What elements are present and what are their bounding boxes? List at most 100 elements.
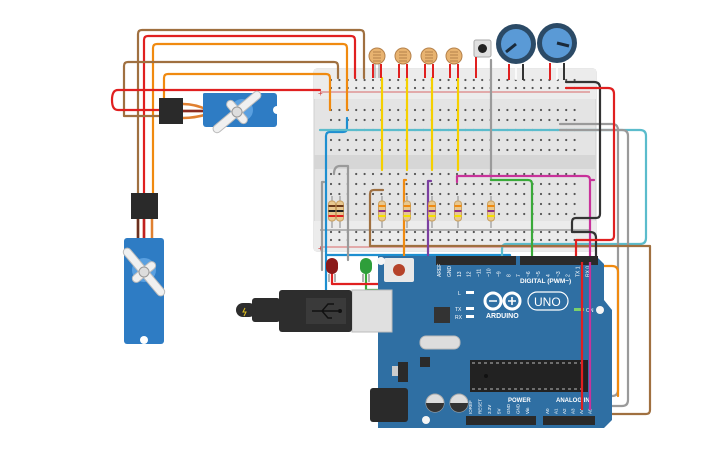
breadboard-hole[interactable] — [447, 78, 450, 82]
breadboard-hole[interactable] — [506, 148, 509, 152]
breadboard-hole[interactable] — [481, 108, 484, 112]
breadboard-hole[interactable] — [355, 118, 358, 122]
breadboard-hole[interactable] — [355, 192, 358, 196]
breadboard-hole[interactable] — [338, 86, 341, 90]
breadboard-hole[interactable] — [481, 230, 484, 234]
digital-header-left[interactable] — [436, 256, 516, 265]
breadboard-hole[interactable] — [539, 182, 543, 186]
breadboard-hole[interactable] — [439, 238, 442, 242]
breadboard-hole[interactable] — [338, 172, 341, 176]
breadboard-hole[interactable] — [388, 238, 391, 242]
led-green[interactable] — [360, 258, 372, 282]
breadboard-hole[interactable] — [481, 182, 484, 186]
breadboard-hole[interactable] — [413, 108, 417, 112]
breadboard-hole[interactable] — [397, 108, 400, 112]
breadboard-hole[interactable] — [489, 182, 492, 186]
breadboard-hole[interactable] — [556, 118, 559, 122]
breadboard-hole[interactable] — [380, 192, 383, 196]
breadboard-hole[interactable] — [523, 230, 526, 234]
breadboard-hole[interactable] — [548, 238, 551, 242]
breadboard-hole[interactable] — [388, 182, 391, 186]
breadboard-hole[interactable] — [539, 78, 543, 82]
breadboard-hole[interactable] — [506, 202, 509, 206]
breadboard-hole[interactable] — [371, 230, 375, 234]
resistor[interactable] — [403, 196, 411, 228]
breadboard-hole[interactable] — [481, 118, 484, 122]
breadboard-hole[interactable] — [531, 172, 534, 176]
breadboard-hole[interactable] — [422, 78, 425, 82]
breadboard-hole[interactable] — [355, 212, 358, 216]
potentiometer-1[interactable] — [496, 24, 536, 80]
breadboard-hole[interactable] — [464, 230, 467, 234]
breadboard-hole[interactable] — [371, 192, 375, 196]
breadboard-hole[interactable] — [539, 148, 543, 152]
breadboard-hole[interactable] — [565, 148, 568, 152]
breadboard-hole[interactable] — [464, 238, 467, 242]
breadboard-hole[interactable] — [565, 192, 568, 196]
breadboard-hole[interactable] — [422, 86, 425, 90]
breadboard-hole[interactable] — [472, 78, 475, 82]
breadboard-hole[interactable] — [539, 230, 543, 234]
breadboard-hole[interactable] — [573, 192, 576, 196]
breadboard-hole[interactable] — [472, 118, 475, 122]
breadboard-hole[interactable] — [497, 148, 501, 152]
breadboard-hole[interactable] — [573, 182, 576, 186]
breadboard-hole[interactable] — [556, 182, 559, 186]
breadboard-hole[interactable] — [514, 172, 517, 176]
power-header[interactable] — [466, 416, 536, 425]
breadboard-hole[interactable] — [506, 118, 509, 122]
breadboard-hole[interactable] — [439, 86, 442, 90]
breadboard-hole[interactable] — [422, 202, 425, 206]
breadboard-hole[interactable] — [430, 172, 433, 176]
breadboard-hole[interactable] — [455, 182, 459, 186]
breadboard-hole[interactable] — [405, 230, 408, 234]
breadboard-hole[interactable] — [447, 148, 450, 152]
breadboard-hole[interactable] — [514, 230, 517, 234]
photoresistor[interactable] — [368, 47, 386, 78]
breadboard-hole[interactable] — [329, 172, 333, 176]
breadboard-hole[interactable] — [548, 202, 551, 206]
breadboard-hole[interactable] — [472, 108, 475, 112]
photoresistor[interactable] — [420, 47, 438, 65]
breadboard-hole[interactable] — [363, 230, 366, 234]
breadboard-hole[interactable] — [405, 182, 408, 186]
breadboard-hole[interactable] — [371, 182, 375, 186]
breadboard-hole[interactable] — [439, 192, 442, 196]
breadboard-hole[interactable] — [464, 118, 467, 122]
breadboard-hole[interactable] — [338, 238, 341, 242]
breadboard-hole[interactable] — [497, 118, 501, 122]
breadboard-hole[interactable] — [338, 78, 341, 82]
breadboard-hole[interactable] — [514, 192, 517, 196]
breadboard-hole[interactable] — [422, 138, 425, 142]
breadboard-hole[interactable] — [489, 230, 492, 234]
breadboard-hole[interactable] — [397, 212, 400, 216]
breadboard-hole[interactable] — [363, 148, 366, 152]
breadboard-hole[interactable] — [363, 182, 366, 186]
breadboard-hole[interactable] — [355, 86, 358, 90]
breadboard-hole[interactable] — [573, 108, 576, 112]
breadboard-hole[interactable] — [523, 108, 526, 112]
breadboard-hole[interactable] — [388, 118, 391, 122]
breadboard-hole[interactable] — [371, 86, 375, 90]
breadboard-hole[interactable] — [514, 202, 517, 206]
breadboard-hole[interactable] — [573, 212, 576, 216]
breadboard-hole[interactable] — [397, 148, 400, 152]
breadboard-hole[interactable] — [565, 182, 568, 186]
breadboard-hole[interactable] — [388, 202, 391, 206]
breadboard-hole[interactable] — [531, 78, 534, 82]
breadboard-hole[interactable] — [371, 212, 375, 216]
breadboard-hole[interactable] — [481, 78, 484, 82]
breadboard-hole[interactable] — [548, 148, 551, 152]
breadboard-hole[interactable] — [489, 238, 492, 242]
breadboard-hole[interactable] — [506, 138, 509, 142]
breadboard-hole[interactable] — [455, 238, 459, 242]
breadboard-hole[interactable] — [497, 86, 501, 90]
breadboard-hole[interactable] — [514, 148, 517, 152]
breadboard-hole[interactable] — [371, 138, 375, 142]
breadboard-hole[interactable] — [531, 86, 534, 90]
breadboard-hole[interactable] — [539, 138, 543, 142]
breadboard-hole[interactable] — [565, 78, 568, 82]
breadboard-hole[interactable] — [430, 230, 433, 234]
breadboard-hole[interactable] — [355, 202, 358, 206]
breadboard-hole[interactable] — [481, 192, 484, 196]
